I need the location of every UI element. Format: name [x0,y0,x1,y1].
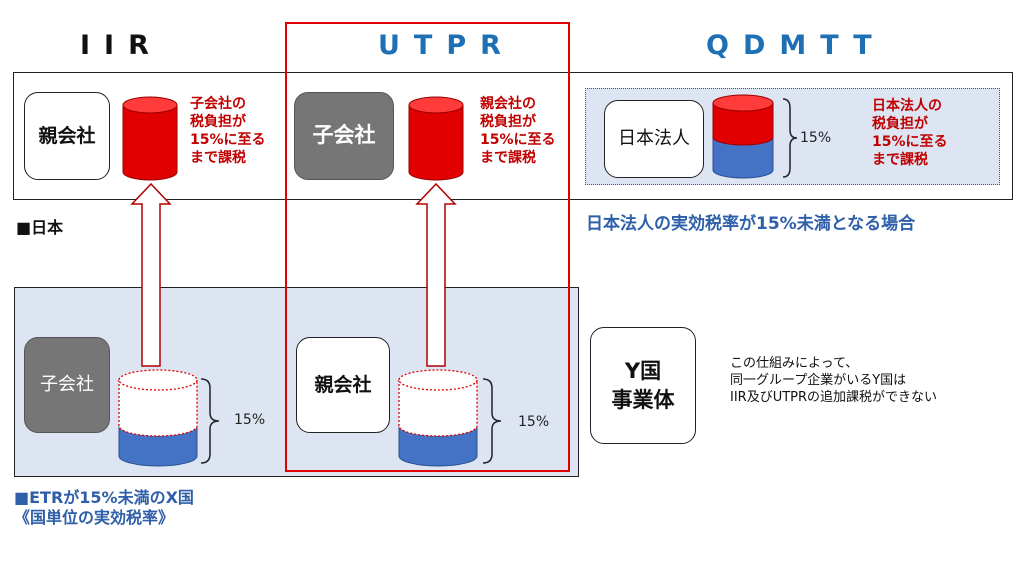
japan-qdmtt-note-line: 日本法人の [872,98,942,114]
japan-utpr-note-line: 15%に至る [480,131,556,148]
japan-qdmtt-note-line: まで課税 [872,151,928,168]
y-country-entity-line2: 事業体 [611,387,675,412]
japan-iir-parent-label: 親会社 [38,124,96,147]
y-country-note: この仕組みによって、 同一グループ企業がいるY国は IIR及びUTPRの追加課税… [730,356,937,407]
x-iir-cylinder-icon [118,369,198,467]
y-country-note-line: 同一グループ企業がいるY国は [730,372,907,388]
x-country-label: ■ETRが15%未満のX国 《国単位の実効税率》 [14,488,194,528]
japan-iir-note-line: 税負担が [190,113,246,130]
utpr-frame [285,22,570,472]
japan-qdmtt-note-line: 15%に至る [872,133,948,150]
japan-qdmtt-entity-label: 日本法人 [618,128,690,150]
japan-iir-note: 子会社の 税負担が 15%に至る まで課税 [190,96,266,168]
japan-iir-note-line: 子会社の [190,96,246,112]
y-country-entity-line1: Y国 [624,359,662,384]
x-iir-brace-icon [200,378,220,464]
japan-utpr-subsidiary-box: 子会社 [294,92,394,180]
qdmtt-condition: 日本法人の実効税率が15%未満となる場合 [586,214,916,234]
japan-utpr-note-line: 親会社の [480,96,536,112]
y-country-note-line: IIR及びUTPRの追加課税ができない [730,389,938,405]
utpr-header: UTPR [378,30,515,61]
japan-utpr-cylinder-icon [408,96,464,181]
japan-label: ■日本 [16,218,64,237]
y-country-entity-box: Y国 事業体 [590,327,696,444]
x-country-label-line2: 《国単位の実効税率》 [14,508,175,527]
japan-qdmtt-note: 日本法人の 税負担が 15%に至る まで課税 [872,98,948,170]
x-iir-subsidiary-box: 子会社 [24,337,110,433]
qdmtt-brace-icon [782,98,798,178]
iir-up-arrow-icon [130,182,172,367]
x-utpr-cylinder-icon [398,369,478,467]
iir-header: IIR [80,30,163,61]
x-utpr-parent-label: 親会社 [314,373,372,396]
japan-utpr-note-line: まで課税 [480,149,536,166]
japan-iir-parent-box: 親会社 [24,92,110,180]
japan-utpr-note: 親会社の 税負担が 15%に至る まで課税 [480,96,556,168]
utpr-up-arrow-icon [415,182,457,367]
x-iir-subsidiary-label: 子会社 [40,374,94,396]
qdmtt-percent: 15% [800,130,832,146]
japan-qdmtt-cylinder-icon [712,94,774,179]
x-utpr-parent-box: 親会社 [296,337,390,433]
x-utpr-brace-icon [482,378,502,464]
japan-iir-note-line: 15%に至る [190,131,266,148]
japan-iir-note-line: まで課税 [190,149,246,166]
japan-qdmtt-note-line: 税負担が [872,115,928,132]
y-country-note-line: この仕組みによって、 [730,356,859,371]
japan-panel [13,72,1013,200]
x-country-label-line1: ■ETRが15%未満のX国 [14,488,194,507]
japan-qdmtt-entity-box: 日本法人 [604,100,704,178]
japan-utpr-subsidiary-label: 子会社 [312,123,376,148]
japan-utpr-note-line: 税負担が [480,113,536,130]
qdmtt-header: QDMTT [706,30,886,61]
x-iir-percent: 15% [234,412,266,428]
japan-iir-cylinder-icon [122,96,178,181]
x-utpr-percent: 15% [518,414,550,430]
